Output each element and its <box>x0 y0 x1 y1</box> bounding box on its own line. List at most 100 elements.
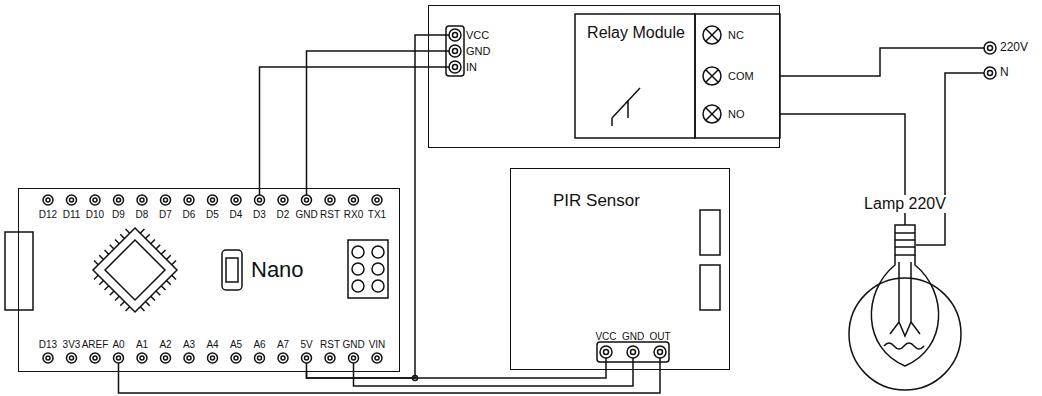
pin-label: TX1 <box>368 209 386 220</box>
crystal <box>222 250 242 290</box>
chip-pin <box>140 229 144 233</box>
component-name: Relay Module <box>576 24 696 42</box>
mains-terminal-hole <box>988 71 993 76</box>
pin-stub <box>428 35 449 67</box>
nano-pin-hole <box>211 356 215 360</box>
header-pin-hole <box>604 350 609 355</box>
pir-component <box>700 210 720 255</box>
pin-label: D6 <box>183 209 196 220</box>
chip-pin <box>161 286 165 290</box>
header-pin <box>449 45 461 57</box>
pin-label: OUT <box>649 331 670 342</box>
pin-stub <box>119 188 354 372</box>
live-wire <box>780 48 984 76</box>
component-name: Nano <box>251 257 304 282</box>
lamp-outline <box>847 225 963 393</box>
pin-label: D13 <box>39 339 57 350</box>
pin-label: D4 <box>230 209 243 220</box>
pin-label: GND <box>342 339 364 350</box>
pin-label: COM <box>728 70 754 82</box>
chip-pin <box>167 281 171 285</box>
pin-label: VIN <box>369 339 386 350</box>
neutral-wire <box>916 73 984 245</box>
pin-label: NC <box>728 29 744 41</box>
header-pin <box>449 61 461 73</box>
mains-terminal-hole <box>988 46 993 51</box>
chip-pin <box>115 240 119 244</box>
pin-label: RX0 <box>344 209 363 220</box>
pin-label: GND <box>295 209 317 220</box>
nano-pin-hole <box>140 356 144 360</box>
pin-label: 220V <box>1000 41 1028 54</box>
header-pin-hole <box>453 33 458 38</box>
chip-pin <box>146 302 150 306</box>
nano-pin-hole <box>328 198 332 202</box>
nano-pin-hole <box>375 198 379 202</box>
chip-pin <box>151 296 155 300</box>
pin-label: AREF <box>82 339 109 350</box>
nano-pin <box>278 353 288 363</box>
nano-pin <box>208 353 218 363</box>
nano-pin-hole <box>93 198 97 202</box>
relay-module-box: Relay Module <box>428 5 780 148</box>
nano-pin <box>325 195 335 205</box>
nano-pin-hole <box>70 356 74 360</box>
chip-pin <box>105 250 109 254</box>
nano-pin <box>372 353 382 363</box>
nano-pin-hole <box>234 356 238 360</box>
nano-pins <box>43 195 382 363</box>
pin-label: RST <box>320 339 340 350</box>
nano-pin-hole <box>187 356 191 360</box>
nano-pin-hole <box>234 198 238 202</box>
terminal-block <box>695 14 780 138</box>
nano-pin-hole <box>93 356 97 360</box>
nano-pin-hole <box>352 198 356 202</box>
chip-pin <box>126 307 130 311</box>
nano-pin <box>255 195 265 205</box>
nano-pin <box>43 195 53 205</box>
icsp-pin <box>372 263 384 275</box>
nano-pin <box>67 353 77 363</box>
mains-terminal <box>984 42 996 54</box>
component-name: Lamp 220V <box>847 195 963 213</box>
icsp-pin <box>372 280 384 292</box>
pir-sensor-box: PIR Sensor <box>510 168 730 370</box>
chip-pin <box>156 291 160 295</box>
chip-pin <box>146 234 150 238</box>
bulb-glass <box>871 255 938 366</box>
nano-pin <box>161 195 171 205</box>
bulb-thread <box>895 233 915 247</box>
pin-label: D7 <box>159 209 172 220</box>
chip-pin <box>167 255 171 259</box>
nano-pin-hole <box>140 198 144 202</box>
chip-pin <box>140 307 144 311</box>
nano-pin-hole <box>187 198 191 202</box>
pin-stub <box>606 358 660 370</box>
nano-pin-hole <box>164 198 168 202</box>
nano-pin-hole <box>281 356 285 360</box>
header-pin-hole <box>453 49 458 54</box>
wire <box>260 67 429 188</box>
nano-pin-hole <box>281 198 285 202</box>
pin-label: D3 <box>253 209 266 220</box>
nano-pin <box>231 353 241 363</box>
chip-pin <box>156 245 160 249</box>
nano-pin <box>114 195 124 205</box>
nano-pin-hole <box>375 356 379 360</box>
pin-label: NO <box>728 108 745 120</box>
pin-label: RST <box>320 209 340 220</box>
header-pin <box>654 346 666 358</box>
pin-label: D5 <box>206 209 219 220</box>
nano-pin <box>231 195 241 205</box>
nano-pin-hole <box>117 356 121 360</box>
header-pin <box>600 346 612 358</box>
nano-pin-hole <box>352 356 356 360</box>
chip-pin <box>94 275 98 279</box>
pin-label: A7 <box>277 339 289 350</box>
nano-pin-hole <box>70 198 74 202</box>
pin-label: 5V <box>300 339 312 350</box>
nano-pin <box>184 195 194 205</box>
chip-pin <box>105 286 109 290</box>
nano-pin <box>349 353 359 363</box>
